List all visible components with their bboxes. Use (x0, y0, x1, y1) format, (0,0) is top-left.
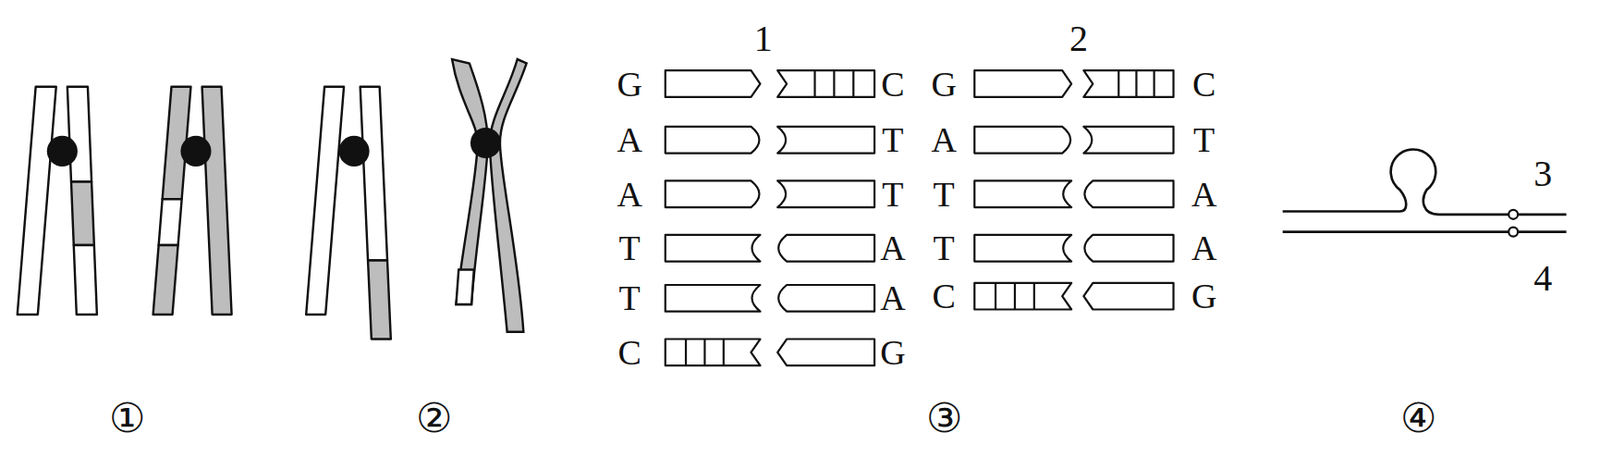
stripe (684, 339, 687, 367)
stripe (1117, 70, 1120, 98)
base-letter: A (616, 122, 642, 158)
stripe (722, 339, 725, 367)
panel-number: ③ (926, 398, 963, 440)
stripe (832, 70, 835, 98)
base-letter: G (930, 66, 956, 102)
stripe (1033, 282, 1036, 310)
drawing-group (17, 59, 1567, 366)
nucleotide-piece (777, 70, 875, 98)
chromatid-segment (305, 86, 344, 315)
base-letter: C (1192, 66, 1216, 102)
chromatid-segment (455, 268, 474, 305)
chromatid-segment (360, 86, 388, 261)
chromatid-segment (17, 86, 57, 315)
stripe (1013, 282, 1016, 310)
nucleotide-piece (974, 180, 1072, 208)
chromatid (451, 59, 489, 305)
chromatid-segment (367, 260, 391, 340)
strand-line (1282, 148, 1567, 214)
nucleotide-piece (665, 70, 761, 98)
nucleotide-piece (665, 234, 761, 262)
base-letter: T (1193, 122, 1215, 158)
base-letter: A (930, 122, 956, 158)
base-letter: C (931, 278, 955, 314)
base-letter: T (619, 230, 641, 266)
strand-line (1282, 230, 1567, 233)
base-letter: C (617, 334, 641, 370)
base-letter: C (880, 66, 904, 102)
panel-number: ② (415, 398, 452, 440)
base-letter: G (616, 66, 642, 102)
base-letter: A (616, 176, 642, 212)
callout-number: 4 (1533, 259, 1552, 297)
nucleotide-piece (778, 284, 875, 312)
chromatid-segment (202, 86, 233, 315)
callout-number: 2 (1069, 20, 1088, 58)
chromatid-segment (158, 198, 183, 245)
base-letter: T (933, 176, 955, 212)
centromere (47, 135, 78, 167)
site-marker (1508, 209, 1518, 220)
nucleotide-piece (665, 339, 761, 367)
chromatid-segment (73, 244, 98, 315)
stripe (852, 70, 855, 98)
nucleotide-piece (1084, 180, 1173, 208)
site-marker (1508, 227, 1518, 237)
nucleotide-piece (1084, 234, 1173, 262)
nucleotide-piece (974, 126, 1071, 154)
stripe (1135, 70, 1137, 98)
nucleotide-piece (1083, 126, 1173, 154)
base-letter: T (619, 280, 641, 316)
nucleotide-piece (665, 180, 760, 208)
base-letter: A (879, 280, 905, 316)
stripe (703, 339, 706, 367)
chromatid-segment (71, 182, 95, 245)
nucleotide-piece (974, 282, 1072, 310)
base-letter: G (879, 334, 905, 370)
base-letter: A (1191, 176, 1217, 212)
stripe (813, 70, 816, 98)
panel-number: ④ (1400, 398, 1437, 440)
centromere (180, 135, 211, 167)
nucleotide-piece (665, 126, 760, 154)
nucleotide-piece (777, 126, 875, 154)
base-letter: A (1191, 230, 1217, 266)
callout-number: 3 (1533, 155, 1552, 193)
base-letter: A (879, 230, 905, 266)
nucleotide-piece (1083, 282, 1173, 310)
nucleotide-piece (777, 180, 875, 208)
panel-number: ① (109, 398, 146, 440)
nucleotide-piece (974, 70, 1072, 98)
chromatid-segment (153, 244, 179, 315)
nucleotide-piece (1083, 70, 1173, 98)
chromatid-segment (67, 86, 92, 183)
base-letter: T (881, 176, 904, 212)
stripe (994, 282, 997, 310)
stripe (1153, 70, 1156, 98)
base-letter: T (881, 122, 904, 158)
base-letter: G (1191, 278, 1217, 314)
callout-number: 1 (754, 20, 773, 58)
nucleotide-piece (777, 339, 875, 367)
nucleotide-piece (778, 234, 875, 262)
nucleotide-piece (974, 234, 1072, 262)
centromere (470, 127, 501, 159)
chromatid (489, 59, 527, 332)
base-letter: T (933, 230, 955, 266)
nucleotide-piece (665, 284, 761, 312)
centromere (339, 135, 370, 167)
